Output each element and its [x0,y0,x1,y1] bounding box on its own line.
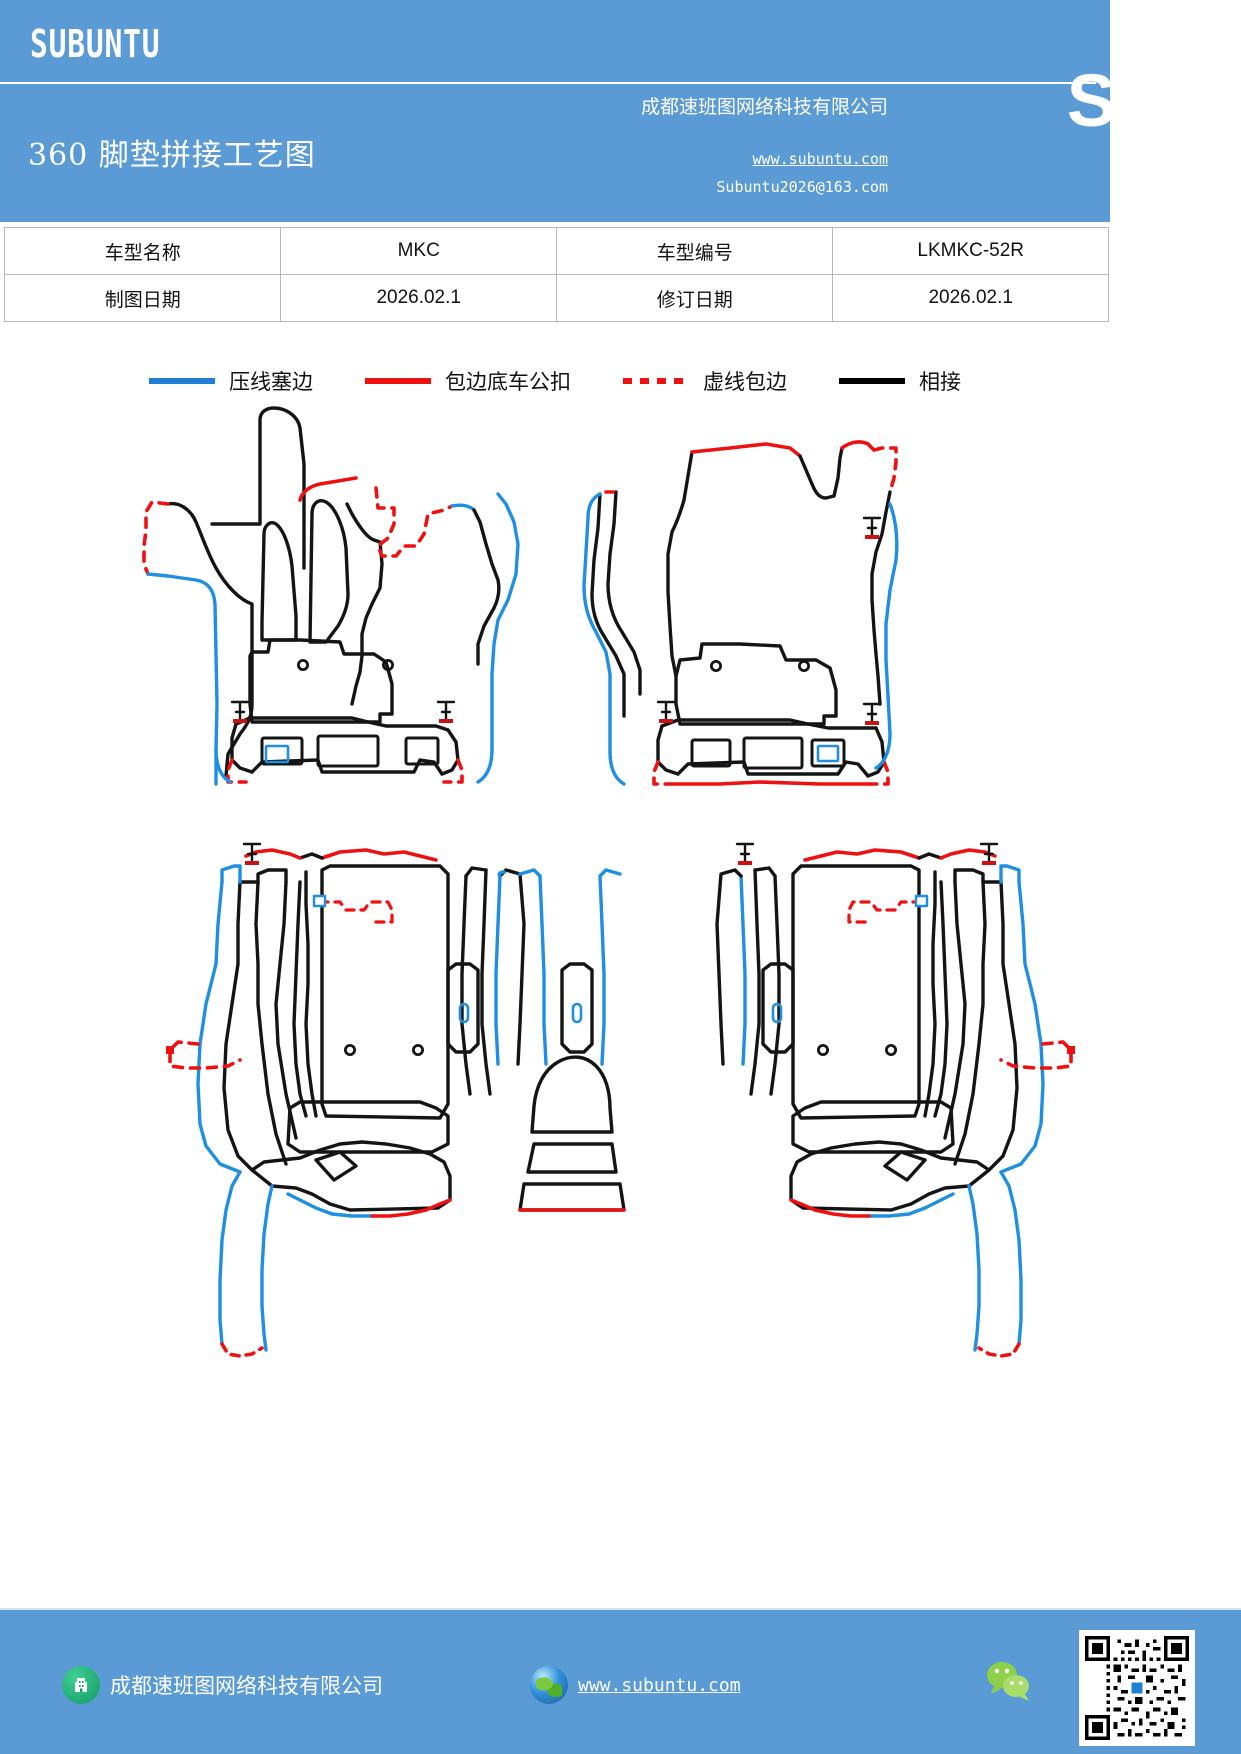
legend-item-0: 压线塞边 [149,366,313,396]
globe-icon [530,1666,568,1704]
page-footer: 成都速班图网络科技有限公司 www.subuntu.com [0,1608,1241,1754]
rear-left-mat [166,848,526,1358]
legend-swatch-solid-black-icon [839,378,905,384]
legend-item-2: 虚线包边 [623,366,787,396]
header-email: Subuntu2026@163.com [716,178,888,196]
footer-company-name: 成都速班图网络科技有限公司 [110,1674,383,1698]
rear-center-mat [518,868,626,1212]
mat-pattern-drawing [0,404,1241,1606]
legend-label-1: 包边底车公扣 [445,370,571,394]
legend: 压线塞边 包边底车公扣 虚线包边 相接 [0,358,1110,404]
footer-website-link[interactable]: www.subuntu.com [578,1674,741,1696]
front-driver-mat [142,406,520,786]
legend-swatch-solid-red-icon [365,378,431,384]
table-row: 制图日期 2026.02.1 修订日期 2026.02.1 [3,274,1109,322]
page-header: SUBUNTU 360 脚垫拼接工艺图 成都速班图网络科技有限公司 www.su… [0,0,1221,222]
legend-swatch-dashed-red-icon [623,378,689,384]
footer-company: 成都速班图网络科技有限公司 [62,1666,383,1704]
legend-item-1: 包边底车公扣 [365,366,571,396]
footer-website[interactable]: www.subuntu.com [530,1666,741,1704]
brand-logo: SUBUNTU [30,22,161,66]
building-icon [62,1666,100,1704]
page-title: 360 脚垫拼接工艺图 [28,138,316,173]
header-divider [0,82,1096,84]
sop-badge: SOP [1066,59,1221,142]
cell-model-code-value: LKMKC-52R [832,227,1109,275]
legend-swatch-solid-blue-icon [149,378,215,384]
legend-label-2: 虚线包边 [703,370,787,394]
legend-label-0: 压线塞边 [229,370,313,394]
rear-right-mat [715,848,1075,1358]
cell-revise-date-value: 2026.02.1 [832,274,1109,322]
cell-revise-date-label: 修订日期 [555,274,834,322]
legend-item-3: 相接 [839,366,961,396]
legend-label-3: 相接 [919,370,961,394]
cell-model-code-label: 车型编号 [555,227,834,275]
header-company-name: 成都速班图网络科技有限公司 [640,96,888,118]
table-row: 车型名称 MKC 车型编号 LKMKC-52R [3,227,1109,275]
cell-model-name-label: 车型名称 [3,227,282,275]
cell-model-name-value: MKC [280,227,557,275]
qr-code [1079,1630,1195,1746]
header-website-link[interactable]: www.subuntu.com [752,150,888,168]
wechat-icon [983,1658,1035,1704]
cell-draw-date-value: 2026.02.1 [280,274,557,322]
cell-draw-date-label: 制图日期 [3,274,282,322]
front-passenger-mat [582,440,899,786]
vehicle-info-table: 车型名称 MKC 车型编号 LKMKC-52R 制图日期 2026.02.1 修… [3,227,1109,322]
stop-marker [735,842,755,867]
